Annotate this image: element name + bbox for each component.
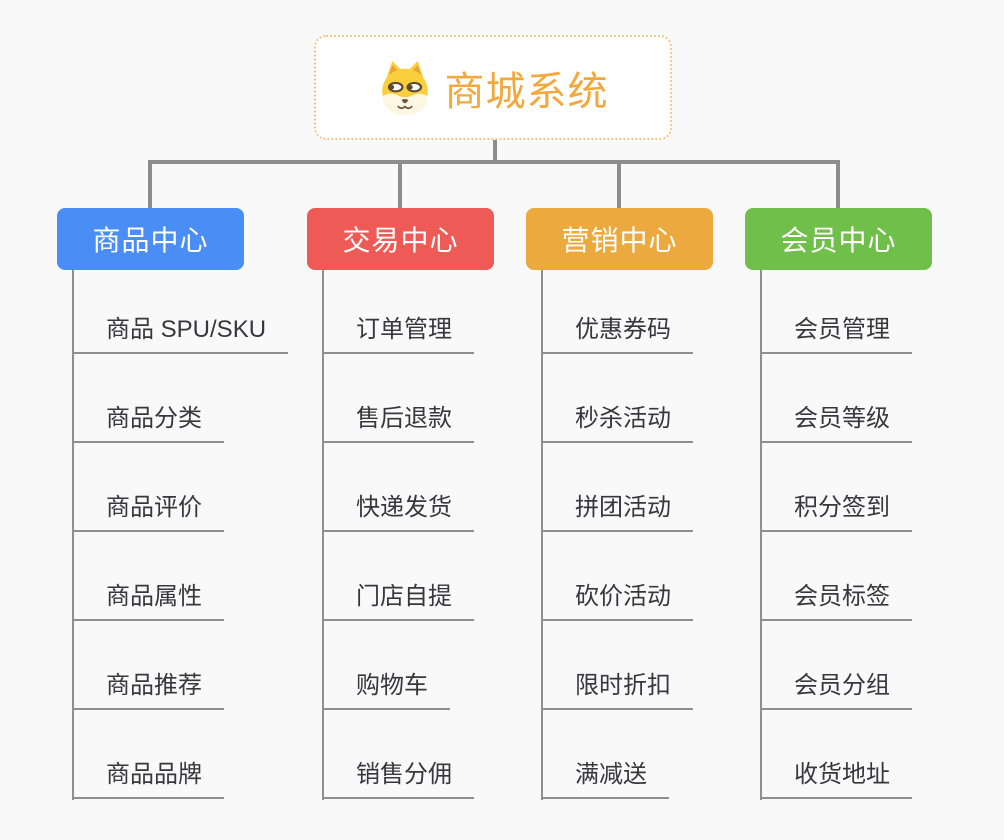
branch-label: 交易中心 bbox=[342, 225, 459, 256]
leaf-topic[interactable]: 快递发货 bbox=[323, 490, 474, 532]
connector-trunk-members bbox=[760, 270, 762, 800]
branch-label: 商品中心 bbox=[92, 225, 209, 256]
connector-drop-members bbox=[836, 164, 840, 208]
leaf-topic[interactable]: 砍价活动 bbox=[542, 579, 693, 621]
leaf-topic[interactable]: 积分签到 bbox=[761, 490, 912, 532]
leaf-topic[interactable]: 限时折扣 bbox=[542, 668, 693, 710]
branch-node-trade[interactable]: 交易中心 bbox=[307, 208, 494, 270]
leaf-topic[interactable]: 商品属性 bbox=[73, 579, 224, 621]
connector-horizontal-bar bbox=[148, 160, 840, 164]
leaf-topic[interactable]: 拼团活动 bbox=[542, 490, 693, 532]
branch-node-members[interactable]: 会员中心 bbox=[745, 208, 932, 270]
branch-node-marketing[interactable]: 营销中心 bbox=[526, 208, 713, 270]
leaf-topic[interactable]: 会员分组 bbox=[761, 668, 912, 710]
leaf-topic[interactable]: 商品品牌 bbox=[73, 757, 224, 799]
leaf-topic[interactable]: 售后退款 bbox=[323, 401, 474, 443]
leaf-topic[interactable]: 会员管理 bbox=[761, 312, 912, 354]
connector-drop-trade bbox=[398, 164, 402, 208]
connector-drop-marketing bbox=[617, 164, 621, 208]
dog-face-icon bbox=[381, 60, 428, 115]
branch-label: 营销中心 bbox=[561, 225, 678, 256]
connector-trunk-products bbox=[72, 270, 74, 800]
leaf-topic[interactable]: 商品评价 bbox=[73, 490, 224, 532]
leaf-topic[interactable]: 收货地址 bbox=[761, 757, 912, 799]
branch-node-products[interactable]: 商品中心 bbox=[57, 208, 244, 270]
connector-root-stub bbox=[493, 140, 497, 164]
leaf-topic[interactable]: 商品推荐 bbox=[73, 668, 224, 710]
root-node[interactable]: 商城系统 bbox=[314, 35, 672, 140]
connector-trunk-trade bbox=[322, 270, 324, 800]
leaf-topic[interactable]: 订单管理 bbox=[323, 312, 474, 354]
leaf-topic[interactable]: 门店自提 bbox=[323, 579, 474, 621]
leaf-topic[interactable]: 满减送 bbox=[542, 757, 669, 799]
leaf-topic[interactable]: 销售分佣 bbox=[323, 757, 474, 799]
connector-trunk-marketing bbox=[541, 270, 543, 800]
leaf-topic[interactable]: 商品 SPU/SKU bbox=[73, 312, 289, 354]
branch-label: 会员中心 bbox=[780, 225, 897, 256]
leaf-topic[interactable]: 会员等级 bbox=[761, 401, 912, 443]
leaf-topic[interactable]: 优惠券码 bbox=[542, 312, 693, 354]
leaf-topic[interactable]: 秒杀活动 bbox=[542, 401, 693, 443]
leaf-topic[interactable]: 会员标签 bbox=[761, 579, 912, 621]
root-title: 商城系统 bbox=[444, 69, 609, 114]
leaf-topic[interactable]: 购物车 bbox=[323, 668, 450, 710]
leaf-topic[interactable]: 商品分类 bbox=[73, 401, 224, 443]
connector-drop-products bbox=[148, 164, 152, 208]
